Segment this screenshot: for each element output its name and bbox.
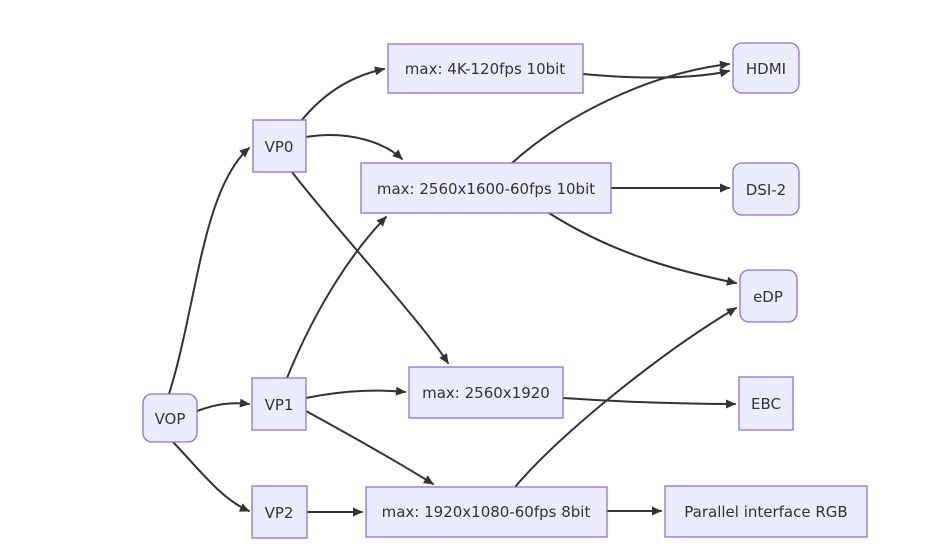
edge-max4k-hdmi: [582, 68, 730, 79]
edge-max2560x1920-ebc: [562, 397, 736, 409]
node-dsi2-label: DSI-2: [746, 181, 786, 199]
node-vp0: VP0: [252, 119, 307, 173]
node-hdmi-box: [732, 42, 800, 94]
node-max-2560x1920-label: max: 2560x1920: [422, 384, 550, 402]
node-vp2-box: [251, 485, 308, 539]
nodes-layer: VOP VP0 VP1 VP2 max: 4K-120fps 10bit max: [142, 42, 868, 539]
node-hdmi: HDMI: [732, 42, 800, 94]
node-max-2560x1600-box: [360, 162, 612, 214]
edge-vp0-max2560x1600: [305, 134, 403, 160]
node-vop-label: VOP: [155, 410, 186, 428]
edge-vp1-max2560x1920: [305, 386, 406, 399]
edges-layer: [168, 60, 737, 517]
node-hdmi-label: HDMI: [746, 60, 786, 78]
node-max-1920x1080-box: [365, 486, 608, 538]
node-vp0-label: VP0: [265, 138, 294, 156]
node-vp0-box: [252, 119, 307, 173]
edge-vop-vp0: [168, 147, 250, 395]
node-max-2560x1920: max: 2560x1920: [408, 366, 564, 419]
node-ebc-label: EBC: [751, 395, 781, 413]
node-vop-box: [142, 393, 198, 443]
node-vp1: VP1: [251, 377, 307, 431]
node-max-4k-label: max: 4K-120fps 10bit: [405, 60, 566, 78]
node-vp1-box: [251, 377, 307, 431]
edge-vp0-max2560x1920: [291, 171, 449, 364]
node-max-4k-box: [387, 43, 584, 94]
node-rgb: Parallel interface RGB: [664, 485, 868, 538]
node-dsi2-box: [732, 162, 800, 216]
node-max-2560x1600-label: max: 2560x1600-60fps 10bit: [377, 180, 595, 198]
node-edp-box: [739, 269, 798, 323]
node-vop: VOP: [142, 393, 198, 443]
node-vp1-label: VP1: [265, 396, 294, 414]
node-vp2: VP2: [251, 485, 308, 539]
node-dsi2: DSI-2: [732, 162, 800, 216]
node-max-4k: max: 4K-120fps 10bit: [387, 43, 584, 94]
node-ebc-box: [738, 376, 794, 431]
edge-vp1-max1920x1080: [305, 410, 434, 485]
edge-max1920x1080-edp: [514, 307, 737, 488]
edge-max2560x1600-hdmi: [511, 60, 730, 164]
node-rgb-box: [664, 485, 868, 538]
node-edp-label: eDP: [753, 288, 783, 306]
node-max-1920x1080-label: max: 1920x1080-60fps 8bit: [382, 503, 591, 521]
node-max-2560x1920-box: [408, 366, 564, 419]
node-edp: eDP: [739, 269, 798, 323]
edge-vop-vp1: [196, 398, 250, 412]
node-rgb-label: Parallel interface RGB: [684, 503, 847, 521]
node-vp2-label: VP2: [265, 504, 294, 522]
edge-vp0-max4k: [301, 66, 385, 121]
node-max-1920x1080: max: 1920x1080-60fps 8bit: [365, 486, 608, 538]
edge-vop-vp2: [172, 441, 250, 512]
node-max-2560x1600: max: 2560x1600-60fps 10bit: [360, 162, 612, 214]
edge-max2560x1600-edp: [548, 212, 737, 286]
node-ebc: EBC: [738, 376, 794, 431]
edge-vp1-max2560x1600: [286, 216, 387, 379]
